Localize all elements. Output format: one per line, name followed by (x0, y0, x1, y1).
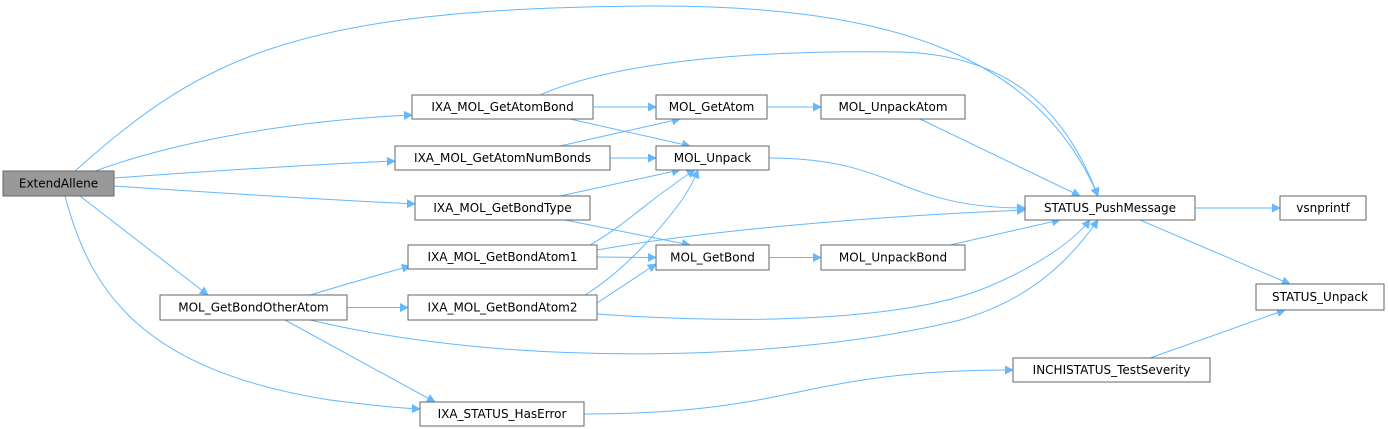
edge-MOL_GetBondOtherAtom-to-IXA_STATUS_HasError (284, 319, 436, 403)
node-MOL_GetBondOtherAtom[interactable]: MOL_GetBondOtherAtom (159, 294, 348, 321)
edge-IXA_MOL_GetBondAtom1-to-MOL_GetBond (596, 252, 657, 262)
edge-ExtendAllene-to-STATUS_PushMessage (74, 5, 1099, 197)
node-label: STATUS_PushMessage (1044, 201, 1176, 215)
edge-MOL_GetBondOtherAtom-to-STATUS_PushMessage (309, 219, 1099, 355)
node-box (655, 244, 770, 271)
edge-IXA_STATUS_HasError-to-INCHISTATUS_TestSeverity (583, 365, 1014, 415)
node-box (159, 294, 348, 321)
node-box (2, 170, 115, 197)
node-label: MOL_UnpackBond (839, 251, 947, 265)
edge-IXA_MOL_GetAtomBond-to-MOL_Unpack (569, 118, 691, 149)
node-STATUS_Unpack[interactable]: STATUS_Unpack (1255, 283, 1385, 311)
node-label: MOL_GetBondOtherAtom (178, 301, 328, 315)
node-IXA_MOL_GetAtomBond[interactable]: IXA_MOL_GetAtomBond (411, 94, 594, 120)
edge-MOL_Unpack-to-STATUS_PushMessage (768, 157, 1026, 213)
edge-MOL_UnpackBond-to-STATUS_PushMessage (949, 217, 1061, 246)
node-IXA_MOL_GetBondType[interactable]: IXA_MOL_GetBondType (414, 195, 591, 221)
node-MOL_UnpackBond[interactable]: MOL_UnpackBond (820, 244, 966, 271)
node-box (820, 244, 966, 271)
node-label: vsnprintf (1296, 201, 1350, 215)
node-label: IXA_MOL_GetBondAtom2 (427, 301, 577, 315)
node-label: IXA_MOL_GetBondAtom1 (427, 250, 577, 264)
node-box (1012, 357, 1211, 383)
edge-IXA_MOL_GetBondType-to-MOL_GetBond (564, 219, 691, 248)
node-STATUS_PushMessage[interactable]: STATUS_PushMessage (1024, 195, 1196, 221)
edge-MOL_UnpackAtom-to-STATUS_PushMessage (919, 118, 1081, 197)
node-IXA_MOL_GetBondAtom2[interactable]: IXA_MOL_GetBondAtom2 (407, 294, 598, 321)
node-label: MOL_GetBond (670, 251, 755, 265)
node-MOL_UnpackAtom[interactable]: MOL_UnpackAtom (820, 94, 966, 120)
edge-ExtendAllene-to-IXA_MOL_GetAtomBond (94, 110, 413, 172)
edge-IXA_MOL_GetBondAtom1-to-MOL_Unpack (589, 169, 696, 246)
node-label: ExtendAllene (19, 177, 98, 191)
node-label: STATUS_Unpack (1272, 290, 1368, 304)
edge-IXA_MOL_GetAtomBond-to-STATUS_PushMessage (539, 51, 1100, 197)
node-box (1024, 195, 1196, 221)
edge-IXA_MOL_GetBondAtom2-to-MOL_Unpack (584, 169, 700, 296)
node-IXA_MOL_GetAtomNumBonds[interactable]: IXA_MOL_GetAtomNumBonds (394, 145, 611, 171)
node-ExtendAllene: ExtendAllene (2, 170, 115, 197)
edge-MOL_GetBondOtherAtom-to-IXA_MOL_GetBondAtom1 (309, 263, 411, 296)
edge-STATUS_PushMessage-to-STATUS_Unpack (1139, 219, 1291, 285)
edge-IXA_MOL_GetAtomNumBonds-to-MOL_GetAtom (559, 116, 681, 147)
node-MOL_GetAtom[interactable]: MOL_GetAtom (655, 94, 768, 120)
node-label: MOL_UnpackAtom (838, 100, 947, 114)
edge-IXA_MOL_GetBondAtom1-to-STATUS_PushMessage (596, 205, 1026, 251)
node-box (414, 195, 591, 221)
edge-INCHISTATUS_TestSeverity-to-STATUS_Unpack (1149, 308, 1286, 359)
node-label: MOL_Unpack (674, 151, 751, 165)
node-box (655, 145, 770, 171)
node-box (1279, 195, 1367, 221)
edge-IXA_MOL_GetBondAtom2-to-MOL_GetBond (596, 263, 657, 304)
nodes-layer: ExtendAllene IXA_MOL_GetAtomBondIXA_MOL_G… (2, 94, 1385, 427)
node-label: IXA_MOL_GetAtomNumBonds (414, 151, 591, 165)
node-box (411, 94, 594, 120)
node-box (407, 294, 598, 321)
edge-ExtendAllene-to-MOL_GetBondOtherAtom (79, 195, 209, 296)
node-label: INCHISTATUS_TestSeverity (1033, 363, 1191, 377)
node-label: IXA_MOL_GetAtomBond (431, 100, 573, 114)
node-label: IXA_MOL_GetBondType (433, 201, 571, 215)
node-box (1255, 283, 1385, 311)
node-MOL_GetBond[interactable]: MOL_GetBond (655, 244, 770, 271)
node-label: MOL_GetAtom (669, 100, 755, 114)
node-IXA_STATUS_HasError[interactable]: IXA_STATUS_HasError (419, 401, 585, 427)
node-box (394, 145, 611, 171)
node-IXA_MOL_GetBondAtom1[interactable]: IXA_MOL_GetBondAtom1 (407, 244, 598, 270)
node-label: IXA_STATUS_HasError (438, 407, 567, 421)
edge-IXA_MOL_GetBondAtom2-to-STATUS_PushMessage (596, 219, 1091, 320)
edge-IXA_MOL_GetBondType-to-MOL_Unpack (559, 167, 681, 197)
node-vsnprintf[interactable]: vsnprintf (1279, 195, 1367, 221)
edges-layer (64, 5, 1291, 415)
node-box (407, 244, 598, 270)
node-MOL_Unpack[interactable]: MOL_Unpack (655, 145, 770, 171)
node-INCHISTATUS_TestSeverity[interactable]: INCHISTATUS_TestSeverity (1012, 357, 1211, 383)
edge-ExtendAllene-to-IXA_STATUS_HasError (64, 195, 421, 414)
edge-ExtendAllene-to-IXA_MOL_GetBondType (113, 185, 416, 209)
node-box (820, 94, 966, 120)
node-box (655, 94, 768, 120)
edge-ExtendAllene-to-IXA_MOL_GetAtomNumBonds (113, 156, 396, 179)
node-box (419, 401, 585, 427)
